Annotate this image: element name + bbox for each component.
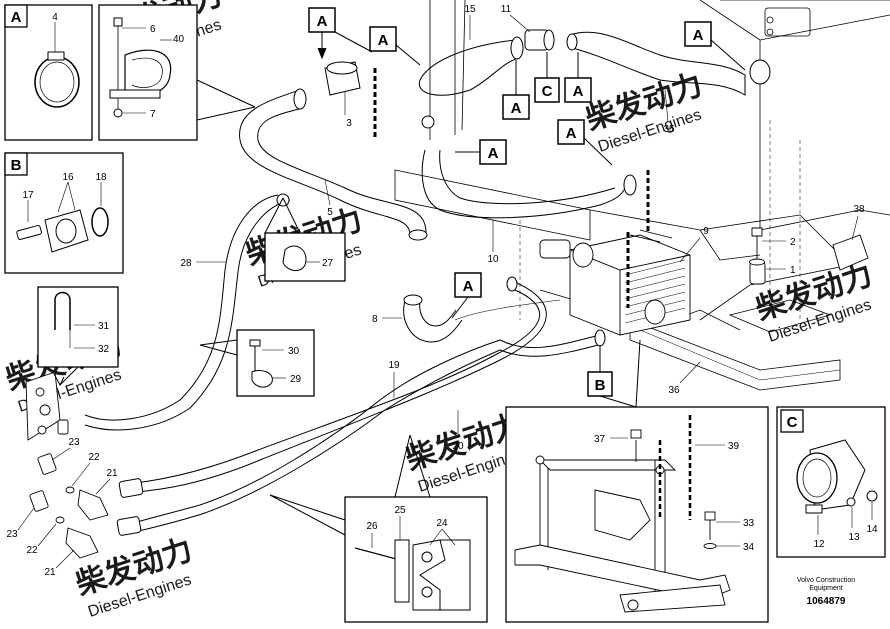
label-5: 5: [327, 207, 333, 218]
callout-a-8: A: [451, 272, 482, 319]
label-21-lower: 21: [44, 567, 56, 578]
svg-text:A: A: [463, 278, 474, 295]
callout-c-1: C: [534, 52, 560, 103]
dashed-cable-ties: [373, 68, 650, 308]
footer: Volvo Construction Equipment 1064879: [797, 577, 855, 607]
detail-29-box: 30 29: [199, 329, 315, 397]
svg-text:A: A: [488, 145, 499, 162]
svg-text:A: A: [693, 27, 704, 44]
label-6: 6: [150, 24, 156, 35]
detail-24-box: 26 25 24: [269, 434, 488, 623]
label-2: 2: [790, 237, 796, 248]
label-16: 16: [62, 172, 74, 183]
callout-a-1: A: [308, 7, 373, 60]
label-24: 24: [436, 518, 448, 529]
drawing-number: 1064879: [807, 596, 846, 607]
svg-text:A: A: [511, 100, 522, 117]
detail-a-letter: A: [11, 9, 22, 26]
label-23-lower: 23: [6, 529, 18, 540]
callout-a-3: A: [502, 60, 530, 120]
label-15: 15: [464, 4, 476, 15]
svg-text:C: C: [542, 83, 553, 100]
label-20: 20: [452, 441, 464, 452]
svg-text:A: A: [378, 32, 389, 49]
label-37: 37: [594, 434, 606, 445]
label-39: 39: [728, 441, 740, 452]
svg-text:A: A: [317, 13, 328, 30]
detail-b-box: B 17 16 18: [4, 152, 124, 274]
label-21-upper: 21: [106, 468, 118, 479]
label-31: 31: [98, 321, 110, 332]
detail-c-letter: C: [787, 414, 798, 431]
label-23-upper: 23: [68, 437, 80, 448]
label-17: 17: [22, 190, 34, 201]
callout-b-1: B: [587, 345, 613, 397]
svg-text:A: A: [573, 83, 584, 100]
label-3: 3: [346, 118, 352, 129]
svg-text:A: A: [566, 125, 577, 142]
left-fittings: [25, 371, 109, 559]
label-22-lower: 22: [26, 545, 38, 556]
label-34: 34: [743, 542, 755, 553]
detail-mount-box: 39 37 33 34: [505, 339, 769, 623]
svg-text:B: B: [595, 377, 606, 394]
footer-line-1: Volvo Construction: [797, 577, 855, 584]
detail-a-box: A 4: [4, 4, 93, 141]
label-9: 9: [703, 226, 709, 237]
label-22-upper: 22: [88, 452, 100, 463]
label-11: 11: [501, 4, 512, 15]
detail-b-letter: B: [11, 157, 22, 174]
label-1: 1: [790, 265, 796, 276]
label-26: 26: [366, 521, 378, 532]
machine-frame: [394, 0, 890, 391]
label-35: 35: [663, 124, 675, 135]
callout-a-7: A: [557, 119, 613, 166]
callout-a-4: A: [564, 52, 592, 103]
label-30: 30: [288, 346, 300, 357]
callout-a-2: A: [369, 26, 421, 66]
detail-a2-box: 6 40 7: [98, 4, 256, 141]
label-8: 8: [372, 314, 378, 325]
detail-27-box: 27: [264, 197, 346, 282]
oil-cooler: [539, 229, 691, 336]
label-27: 27: [322, 258, 334, 269]
label-14: 14: [866, 524, 878, 535]
label-36: 36: [668, 385, 680, 396]
detail-31-box: 31 32: [37, 286, 119, 387]
label-28: 28: [180, 258, 192, 269]
label-12: 12: [813, 539, 825, 550]
label-18: 18: [95, 172, 107, 183]
label-33: 33: [743, 518, 755, 529]
label-38: 38: [853, 204, 865, 215]
part-labels: 15 11 3 5 35 9 10 38 2 1 8 36 19 20 28 2…: [6, 4, 865, 578]
footer-line-2: Equipment: [809, 585, 843, 592]
label-13: 13: [848, 532, 860, 543]
label-4: 4: [52, 12, 58, 23]
detail-c-box: C 12 13 14: [776, 406, 886, 558]
hose-group: [84, 29, 771, 536]
callout-a-5: A: [684, 21, 746, 71]
label-7: 7: [150, 109, 156, 120]
callout-a-6: A: [455, 139, 507, 165]
label-10: 10: [487, 254, 499, 265]
label-32: 32: [98, 344, 110, 355]
label-40: 40: [173, 34, 185, 45]
spacer-and-bolt: [749, 227, 766, 285]
bracket-38: [832, 234, 869, 271]
label-25: 25: [394, 505, 406, 516]
label-19: 19: [388, 360, 400, 371]
label-29: 29: [290, 374, 302, 385]
